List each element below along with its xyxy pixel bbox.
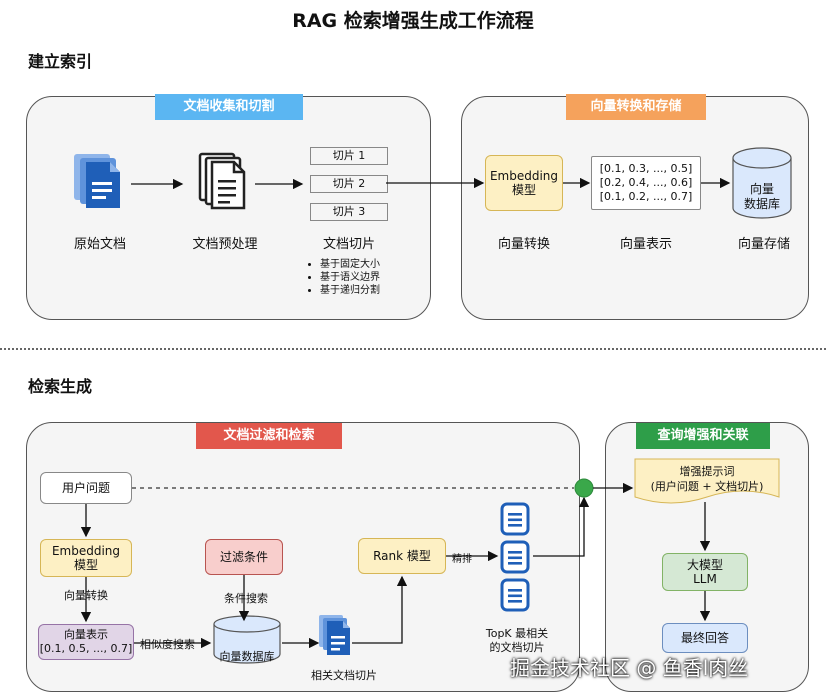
rank-model-box: Rank 模型 bbox=[358, 538, 446, 574]
chunks-label: 文档切片 bbox=[322, 237, 375, 252]
enhanced-prompt-line1: 增强提示词 bbox=[679, 465, 735, 478]
retrieval-vector-db-cylinder bbox=[212, 614, 282, 670]
chunk-strategy-item: 基于递归分割 bbox=[320, 284, 416, 297]
watermark-text: 掘金技术社区 @ 鱼香l肉丝 bbox=[510, 656, 749, 680]
raw-docs-label: 原始文档 bbox=[73, 237, 126, 252]
section-title-indexing: 建立索引 bbox=[28, 52, 93, 71]
tag-vector-store: 向量转换和存储 bbox=[566, 94, 706, 120]
query-vector-box: 向量表示 [0.1, 0.5, ..., 0.7] bbox=[38, 624, 134, 660]
enhanced-prompt-shape bbox=[634, 458, 780, 510]
topk-label: TopK 最相关 的文档切片 bbox=[476, 627, 558, 655]
llm-line2: LLM bbox=[693, 572, 717, 586]
rerank-label: 精排 bbox=[452, 550, 484, 565]
chunk-strategy-item: 基于固定大小 bbox=[320, 258, 416, 271]
rank-model-text: Rank 模型 bbox=[373, 549, 431, 563]
section-divider bbox=[0, 348, 826, 350]
user-question-text: 用户问题 bbox=[61, 481, 110, 495]
section-title-retrieval: 检索生成 bbox=[28, 377, 93, 396]
condition-search-label: 条件搜索 bbox=[224, 592, 268, 605]
tag-doc-collect: 文档收集和切割 bbox=[155, 94, 303, 120]
enhanced-prompt-line2: (用户问题 + 文档切片) bbox=[650, 480, 764, 493]
related-chunks-icon bbox=[318, 614, 354, 660]
chunk-2: 切片 2 bbox=[310, 175, 388, 193]
llm-box: 大模型 LLM bbox=[662, 553, 748, 591]
related-chunks-label: 相关文档切片 bbox=[311, 669, 377, 682]
embedding-model-line2: 模型 bbox=[511, 183, 536, 197]
query-vector-line2: [0.1, 0.5, ..., 0.7] bbox=[39, 642, 133, 655]
diagram-title: RAG 检索增强生成工作流程 bbox=[292, 10, 534, 32]
vector-represent-label: 向量表示 bbox=[619, 237, 672, 252]
vector-db-line1: 向量 bbox=[749, 182, 774, 196]
vector-convert-label: 向量转换 bbox=[497, 237, 550, 252]
vector-row: [0.1, 0.3, ..., 0.5] bbox=[599, 162, 693, 175]
vector-row: [0.2, 0.4, ..., 0.6] bbox=[599, 176, 693, 189]
chunk-strategy-list: 基于固定大小 基于语义边界 基于递归分割 bbox=[306, 258, 416, 297]
topk-document-icon bbox=[499, 578, 533, 616]
filter-condition-box: 过滤条件 bbox=[205, 539, 283, 575]
embedding-model-box: Embedding 模型 bbox=[485, 155, 563, 211]
chunk-1: 切片 1 bbox=[310, 147, 388, 165]
raw-document-icon bbox=[72, 152, 126, 216]
final-answer-text: 最终回答 bbox=[680, 631, 729, 645]
final-answer-box: 最终回答 bbox=[662, 623, 748, 653]
chunk-strategy-item: 基于语义边界 bbox=[320, 271, 416, 284]
embedding-model-line2: 模型 bbox=[73, 558, 98, 572]
tag-filter-retrieve: 文档过滤和检索 bbox=[196, 423, 342, 449]
vector-db-line2: 数据库 bbox=[743, 197, 780, 211]
topk-line1: TopK 最相关 bbox=[485, 627, 549, 640]
vector-database-cylinder bbox=[731, 146, 793, 224]
user-question-box: 用户问题 bbox=[40, 472, 132, 504]
vector-row: [0.1, 0.2, ..., 0.7] bbox=[599, 190, 693, 203]
vector-convert-label-retrieval: 向量转换 bbox=[64, 589, 108, 602]
retrieval-vector-db-label: 向量数据库 bbox=[219, 650, 275, 663]
vector-representation-box: [0.1, 0.3, ..., 0.5] [0.2, 0.4, ..., 0.6… bbox=[591, 156, 701, 210]
topk-document-icon bbox=[499, 502, 533, 540]
topk-document-icon bbox=[499, 540, 533, 578]
embedding-model-line1: Embedding bbox=[489, 169, 559, 183]
topk-line2: 的文档切片 bbox=[489, 641, 545, 654]
chunk-3: 切片 3 bbox=[310, 203, 388, 221]
llm-line1: 大模型 bbox=[686, 558, 723, 572]
tag-query-enhance: 查询增强和关联 bbox=[636, 423, 770, 449]
filter-condition-text: 过滤条件 bbox=[219, 550, 268, 564]
embedding-model-box-retrieval: Embedding 模型 bbox=[40, 539, 132, 577]
vector-db-label: 向量 数据库 bbox=[731, 182, 793, 212]
enhanced-prompt-text: 增强提示词 (用户问题 + 文档切片) bbox=[634, 464, 780, 494]
similarity-search-label: 相似度搜索 bbox=[140, 636, 200, 652]
embedding-model-line1: Embedding bbox=[51, 544, 121, 558]
query-vector-line1: 向量表示 bbox=[64, 628, 108, 641]
preprocess-document-icon bbox=[198, 152, 250, 216]
vector-store-label: 向量存储 bbox=[737, 237, 790, 252]
preprocess-label: 文档预处理 bbox=[192, 237, 258, 252]
